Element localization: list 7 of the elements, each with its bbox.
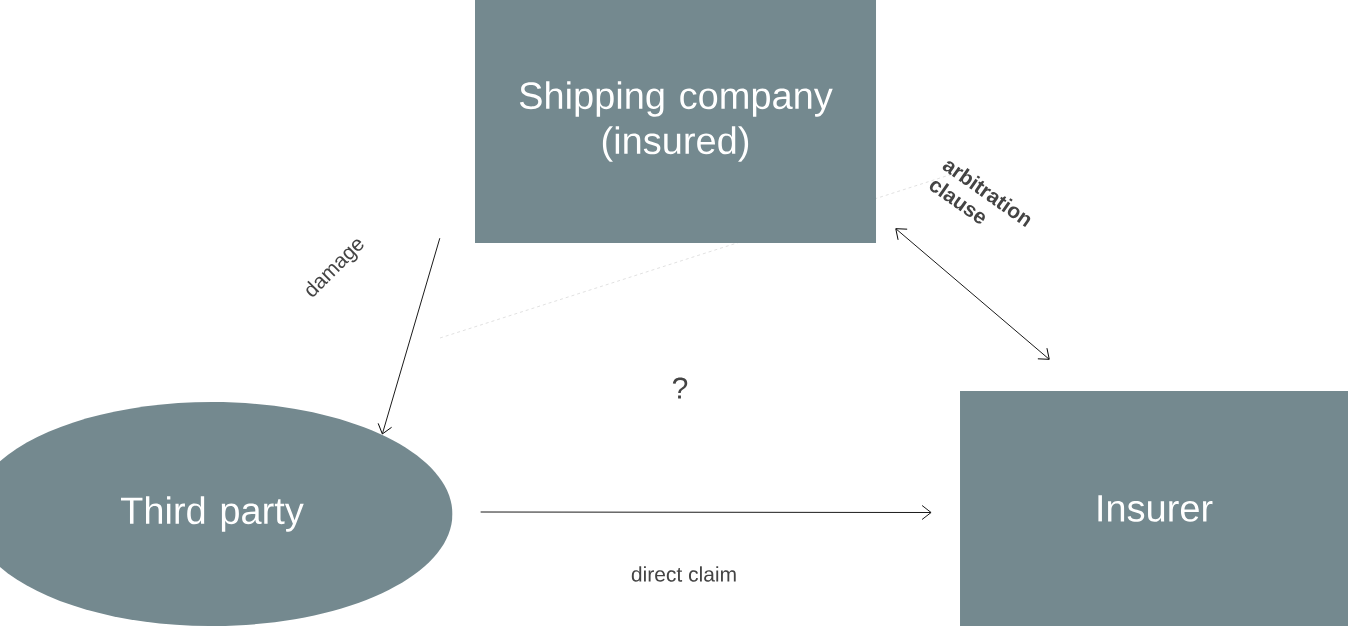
edge-label: direct claim	[631, 566, 736, 582]
arrow	[895, 228, 1050, 360]
process-box: Shipping company (insured)	[475, 0, 876, 243]
process-box: Insurer	[960, 391, 1348, 626]
arrow	[377, 237, 441, 435]
arrow	[480, 505, 932, 520]
question-mark: ?	[672, 377, 688, 399]
